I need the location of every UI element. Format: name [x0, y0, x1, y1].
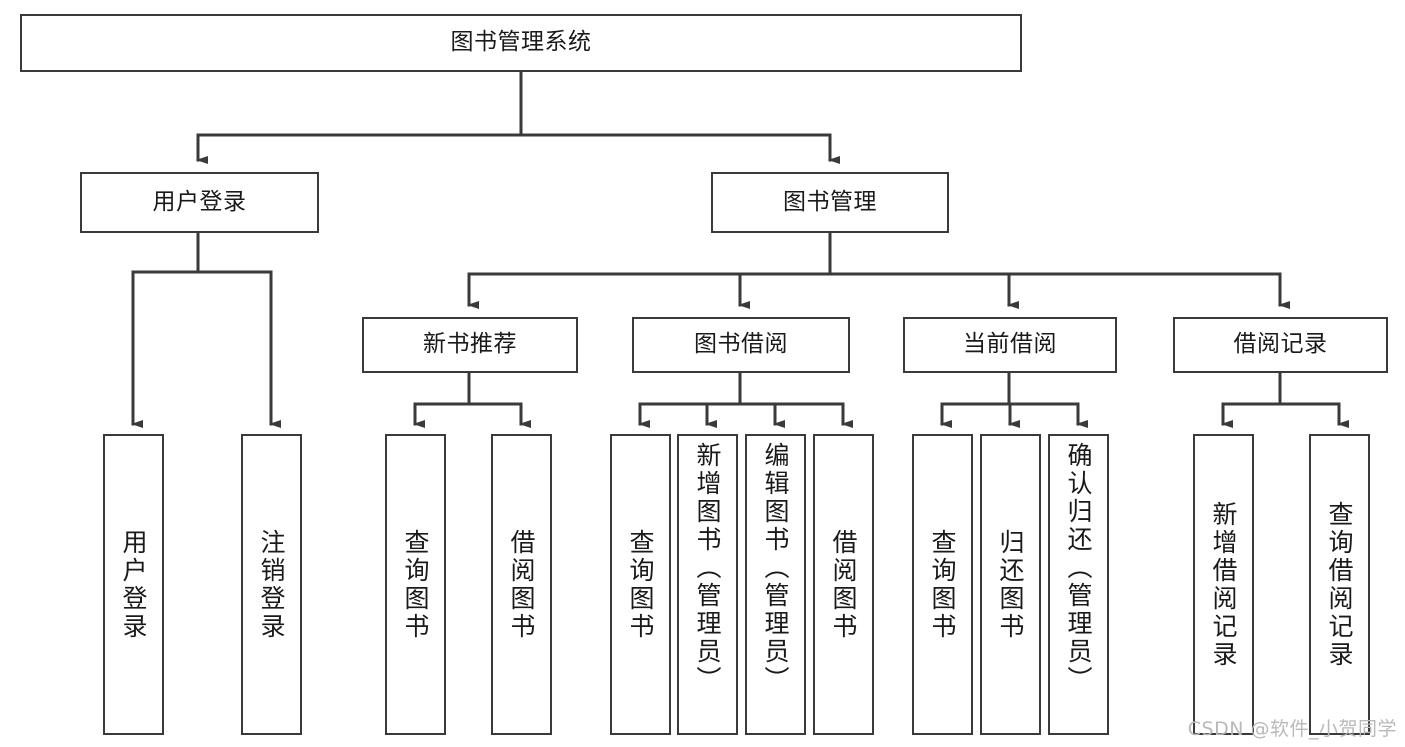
node-label: 查询图书 [401, 528, 430, 641]
node-leaf-user-login[interactable]: 用户登录 [103, 434, 164, 735]
node-label: 图书借阅 [694, 331, 788, 358]
node-user-login[interactable]: 用户登录 [80, 172, 319, 233]
node-root-book-management-system[interactable]: 图书管理系统 [20, 14, 1022, 72]
node-label: 图书管理系统 [450, 29, 592, 56]
node-leaf-confirm-return-admin[interactable]: 确认归还（管理员） [1048, 434, 1109, 735]
node-leaf-logout-login[interactable]: 注销登录 [241, 434, 302, 735]
node-label: 查询图书 [626, 528, 655, 641]
node-label: 借阅图书 [507, 528, 536, 641]
node-label: 查询图书 [928, 528, 957, 641]
node-current-borrow[interactable]: 当前借阅 [903, 317, 1117, 373]
node-label: 查询借阅记录 [1325, 500, 1354, 669]
node-label: 新增图书（管理员） [693, 442, 722, 694]
node-leaf-return-book[interactable]: 归还图书 [980, 434, 1041, 735]
node-leaf-query-book-borrow[interactable]: 查询图书 [610, 434, 671, 735]
node-label: 当前借阅 [963, 331, 1057, 358]
node-label: 归还图书 [996, 528, 1025, 641]
node-borrow-record[interactable]: 借阅记录 [1173, 317, 1388, 373]
node-leaf-borrow-book-borrow[interactable]: 借阅图书 [813, 434, 874, 735]
node-label: 借阅图书 [829, 528, 858, 641]
node-label: 用户登录 [152, 188, 247, 215]
node-leaf-borrow-book-recommend[interactable]: 借阅图书 [491, 434, 552, 735]
node-label: 编辑图书（管理员） [761, 442, 790, 694]
node-label: 借阅记录 [1233, 331, 1328, 358]
node-leaf-query-borrow-record[interactable]: 查询借阅记录 [1309, 434, 1370, 735]
node-leaf-query-book-current[interactable]: 查询图书 [912, 434, 973, 735]
node-book-borrow[interactable]: 图书借阅 [632, 317, 850, 373]
node-label: 用户登录 [119, 528, 148, 641]
node-label: 新书推荐 [423, 331, 517, 358]
node-leaf-edit-book-admin[interactable]: 编辑图书（管理员） [745, 434, 806, 735]
node-label: 确认归还（管理员） [1064, 442, 1093, 694]
node-leaf-add-borrow-record[interactable]: 新增借阅记录 [1193, 434, 1254, 735]
node-leaf-query-book-recommend[interactable]: 查询图书 [385, 434, 446, 735]
node-label: 图书管理 [783, 188, 877, 215]
node-leaf-add-book-admin[interactable]: 新增图书（管理员） [677, 434, 738, 735]
node-label: 注销登录 [257, 528, 286, 641]
node-book-management[interactable]: 图书管理 [711, 172, 949, 233]
node-new-book-recommend[interactable]: 新书推荐 [362, 317, 578, 373]
node-label: 新增借阅记录 [1209, 500, 1238, 669]
csdn-watermark: CSDN @软件_小贺同学 [1187, 718, 1397, 740]
